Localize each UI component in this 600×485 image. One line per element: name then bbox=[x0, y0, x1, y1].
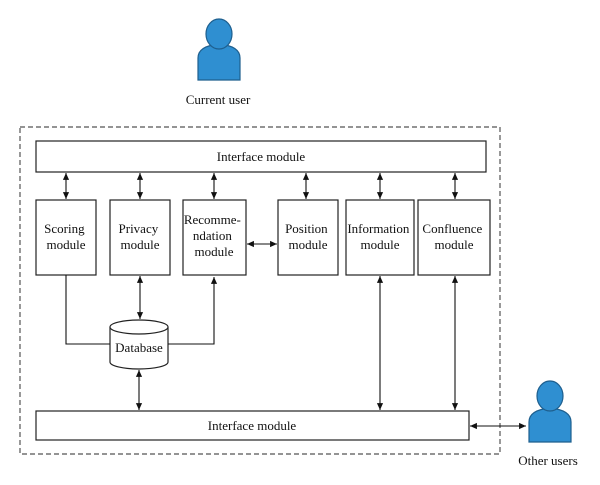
recommendation-module-line-3: module bbox=[195, 244, 234, 259]
top-interface-module-label: Interface module bbox=[217, 149, 306, 164]
recommendation-module: Recomme- ndation module bbox=[182, 199, 247, 276]
svg-text:Confluence module: Confluence module bbox=[422, 221, 485, 252]
system-boundary bbox=[19, 126, 501, 455]
svg-text:Privacy module: Privacy module bbox=[119, 221, 162, 252]
bottom-interface-module-label: Interface module bbox=[208, 418, 297, 433]
other-users-person-icon bbox=[528, 380, 572, 443]
information-module-line-2: module bbox=[361, 237, 400, 252]
privacy-module: Privacy module bbox=[109, 199, 171, 276]
database-cylinder-icon: Database bbox=[109, 319, 169, 370]
information-module-line-1: Information bbox=[347, 221, 410, 236]
confluence-module-line-2: module bbox=[435, 237, 474, 252]
svg-text:Information module: Information module bbox=[347, 221, 412, 252]
svg-text:Recomme- ndation m: Recomme- ndation module bbox=[184, 212, 244, 259]
database-label: Database bbox=[115, 340, 163, 355]
recommendation-module-line-1: Recomme- bbox=[184, 212, 241, 227]
privacy-module-line-1: Privacy bbox=[119, 221, 159, 236]
position-module: Position module bbox=[277, 199, 339, 276]
position-module-line-1: Position bbox=[285, 221, 328, 236]
svg-text:Scoring module: Scoring module bbox=[44, 221, 88, 252]
svg-text:Position module: Position module bbox=[285, 221, 331, 252]
current-user-label: Current user bbox=[186, 92, 251, 107]
scoring-module-line-2: module bbox=[47, 237, 86, 252]
privacy-module-line-2: module bbox=[121, 237, 160, 252]
arrow-database-recommendation bbox=[168, 277, 218, 345]
bottom-interface-module: Interface module bbox=[35, 410, 470, 441]
scoring-module: Scoring module bbox=[35, 199, 97, 276]
current-user-person-icon bbox=[197, 18, 241, 81]
connectors bbox=[62, 173, 526, 430]
confluence-module: Confluence module bbox=[417, 199, 491, 276]
recommendation-module-line-2: ndation bbox=[193, 228, 232, 243]
confluence-module-line-1: Confluence bbox=[422, 221, 482, 236]
information-module: Information module bbox=[345, 199, 415, 276]
scoring-module-line-1: Scoring bbox=[44, 221, 85, 236]
line-scoring-database bbox=[65, 275, 110, 345]
other-users-label: Other users bbox=[518, 453, 578, 468]
position-module-line-2: module bbox=[289, 237, 328, 252]
top-interface-module: Interface module bbox=[35, 140, 487, 173]
